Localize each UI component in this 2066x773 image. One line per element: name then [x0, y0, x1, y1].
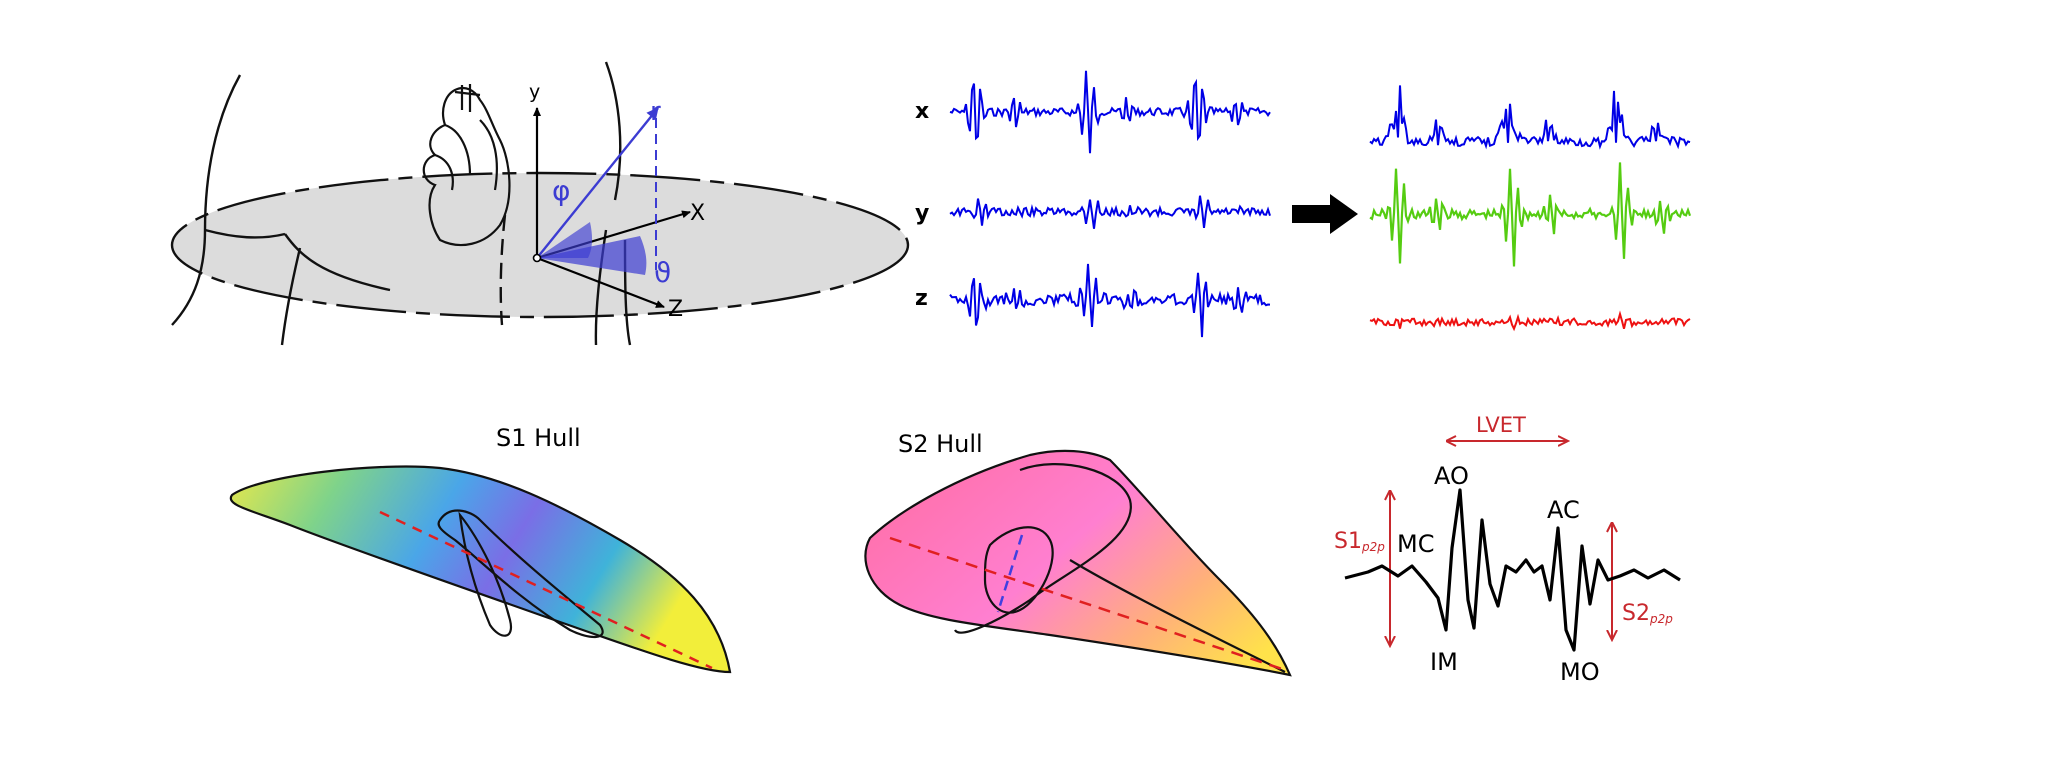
- waveform-trace: [1344, 488, 1681, 652]
- r-vector: [536, 107, 659, 259]
- ao-label: AO: [1434, 462, 1469, 490]
- theta-wedge: [537, 236, 647, 275]
- phi-label: φ: [552, 174, 570, 207]
- phi-wedge: [537, 222, 593, 258]
- signal-y-trace: [949, 195, 1271, 229]
- s2-hull-title: S2 Hull: [898, 430, 983, 458]
- im-label: IM: [1430, 648, 1458, 676]
- s2-hull-panel: S2 Hull: [864, 430, 1292, 677]
- origin: [532, 253, 542, 263]
- mc-label: MC: [1397, 530, 1434, 558]
- transverse-plane: [170, 171, 910, 319]
- s1-hull-title: S1 Hull: [496, 424, 581, 452]
- signal-label-z: z: [915, 286, 928, 311]
- s1-hull-surface: [229, 465, 732, 674]
- transformed-signals-panel: [1369, 85, 1692, 332]
- s2-p2p-label: S2p2p: [1622, 601, 1673, 626]
- s1-hull-loop: [437, 509, 604, 638]
- signal-z-trace: [949, 263, 1271, 338]
- x-axis-label: X: [690, 201, 705, 226]
- transformed-trace-magnitude: [1369, 85, 1691, 150]
- heart-sketch: [422, 84, 511, 247]
- z-axis-label: Z: [668, 297, 683, 322]
- r-label: r: [650, 97, 661, 127]
- z-axis-arrow: [536, 256, 665, 309]
- signal-label-x: x: [915, 99, 929, 124]
- coordinate-panel: y X Z r φ ϑ: [170, 61, 910, 346]
- s1-p2p-label: S1p2p: [1334, 529, 1385, 554]
- ac-label: AC: [1547, 496, 1580, 524]
- raw-signals-panel: x y z: [915, 70, 1271, 338]
- theta-label: ϑ: [654, 256, 671, 289]
- s1-principal-axis: [379, 510, 713, 670]
- y-axis-label: y: [529, 81, 540, 103]
- s2-hull-surface: [864, 449, 1292, 677]
- transformed-trace-green: [1369, 162, 1692, 267]
- signal-label-y: y: [915, 201, 929, 226]
- mo-label: MO: [1560, 658, 1600, 686]
- signal-x-trace: [949, 70, 1271, 154]
- s2-minor-axis: [996, 534, 1024, 613]
- transformed-trace-red: [1369, 310, 1691, 332]
- s2-principal-axis: [889, 536, 1286, 672]
- lvet-label: LVET: [1476, 413, 1526, 437]
- waveform-panel: LVET S1p2p S2p2p AO MC IM AC MO: [1334, 413, 1681, 686]
- s2-hull-loop: [954, 463, 1286, 673]
- s1-hull-panel: S1 Hull: [229, 424, 732, 674]
- transform-arrow: [1292, 194, 1358, 234]
